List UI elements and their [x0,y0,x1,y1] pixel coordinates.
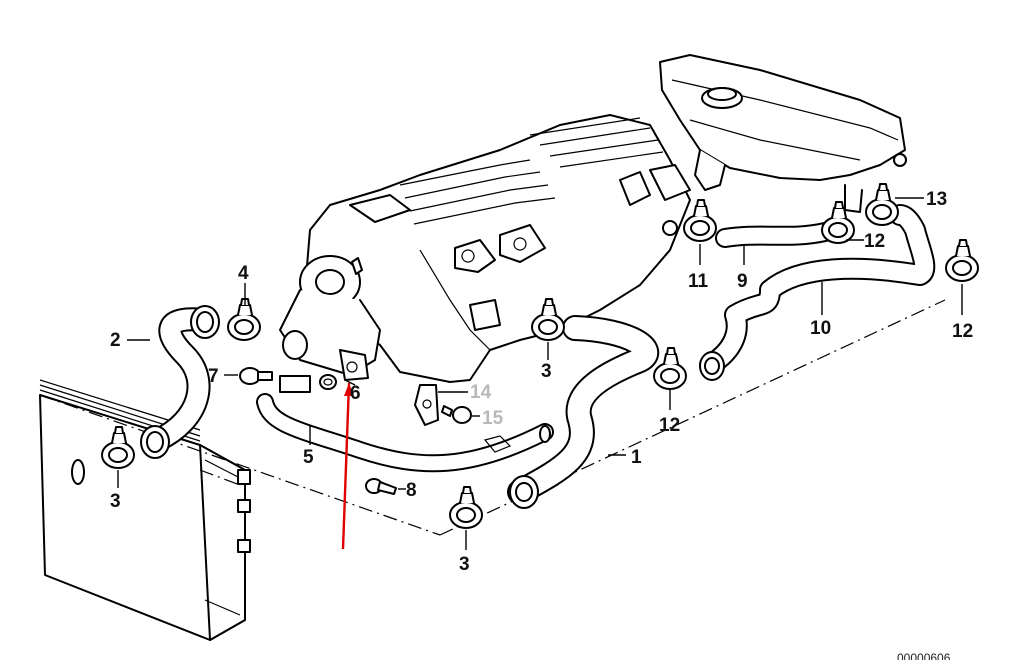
callout-9: 9 [737,271,748,292]
engine-block [304,114,691,383]
bolt-7 [239,367,273,385]
water-pump [279,255,381,381]
callout-11: 11 [688,271,709,292]
hose-1 [507,315,660,509]
pipe-5 [256,375,554,473]
hose-10 [699,204,936,381]
hose-9 [715,222,835,248]
callout-12-right: 12 [952,321,973,342]
callout-8: 8 [406,480,417,501]
callout-4: 4 [238,263,249,284]
callout-6: 6 [350,383,361,404]
radiator [39,379,251,641]
callout-14: 14 [470,382,492,403]
bracket-14 [414,384,439,426]
callout-3-upper: 3 [541,361,552,382]
callout-5: 5 [303,447,314,468]
bolt-8 [365,478,397,495]
callout-13: 13 [926,189,947,210]
hose-2 [140,305,220,459]
red-pointer-arrowhead [344,383,354,396]
expansion-tank [659,54,907,213]
bolt-15 [441,405,472,424]
callout-3-radiator: 3 [110,491,121,512]
callout-2: 2 [110,330,121,351]
callout-10: 10 [810,318,831,339]
o-ring-6 [319,374,337,390]
callout-3-lower: 3 [459,554,470,575]
callout-1: 1 [631,447,642,468]
callout-7: 7 [208,366,219,387]
red-pointer-line [341,382,351,550]
callout-15: 15 [482,408,504,429]
clamp-4 [227,298,261,341]
clamp-3-lower [449,486,483,529]
callout-12-left: 12 [659,415,680,436]
reference-number: 00000606 [897,651,951,660]
callout-12-upper: 12 [864,231,885,252]
clamp-12-right [945,239,979,282]
clamp-13 [865,183,899,226]
clamp-11 [683,199,717,242]
